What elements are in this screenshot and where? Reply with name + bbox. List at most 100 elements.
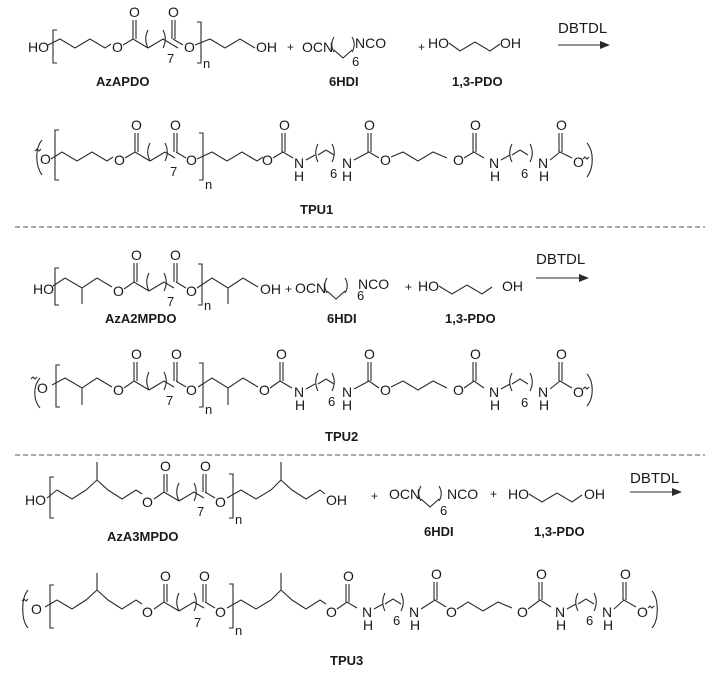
svg-text:NCO: NCO xyxy=(358,276,389,292)
scheme-3: HO O O 7 O O n OH AzA3MPDO + OCN xyxy=(21,458,682,668)
svg-text:H: H xyxy=(539,397,549,413)
svg-text:N: N xyxy=(342,155,352,171)
svg-text:n: n xyxy=(235,512,242,527)
svg-text:O: O xyxy=(200,458,211,474)
svg-text:7: 7 xyxy=(197,504,204,519)
reactant-label-pdo: 1,3-PDO xyxy=(534,524,585,539)
svg-text:OH: OH xyxy=(326,492,347,508)
svg-text:O: O xyxy=(259,382,270,398)
svg-text:+: + xyxy=(405,280,412,294)
svg-text:O: O xyxy=(262,152,273,168)
azapdo-structure: HO O O 7 O O n OH AzAPDO xyxy=(28,4,277,89)
svg-text:O: O xyxy=(142,604,153,620)
reaction-arrow: DBTDL xyxy=(536,251,589,282)
svg-text:6: 6 xyxy=(328,394,335,409)
svg-text:6: 6 xyxy=(357,288,364,303)
pdo-structure: HO OH 1,3-PDO xyxy=(508,486,605,539)
svg-text:6: 6 xyxy=(521,166,528,181)
reaction-arrow: DBTDL xyxy=(558,20,610,49)
svg-text:OCN: OCN xyxy=(295,280,326,296)
svg-text:O: O xyxy=(171,346,182,362)
svg-text:O: O xyxy=(131,247,142,263)
svg-text:O: O xyxy=(326,604,337,620)
svg-text:O: O xyxy=(215,604,226,620)
svg-text:OH: OH xyxy=(584,486,605,502)
svg-text:6: 6 xyxy=(393,613,400,628)
svg-text:6: 6 xyxy=(521,395,528,410)
svg-text:O: O xyxy=(364,346,375,362)
svg-text:O: O xyxy=(380,382,391,398)
svg-text:+: + xyxy=(490,487,497,501)
svg-text:7: 7 xyxy=(194,615,201,630)
svg-text:O: O xyxy=(343,568,354,584)
reactant-label-aza2mpdo: AzA2MPDO xyxy=(105,311,177,326)
svg-text:6: 6 xyxy=(440,503,447,518)
svg-text:n: n xyxy=(205,177,212,192)
svg-text:H: H xyxy=(603,617,613,633)
svg-text:N: N xyxy=(489,384,499,400)
svg-text:H: H xyxy=(556,617,566,633)
svg-text:O: O xyxy=(186,283,197,299)
svg-text:O: O xyxy=(40,151,51,167)
svg-text:N: N xyxy=(362,604,372,620)
svg-text:6: 6 xyxy=(352,54,359,69)
catalyst-label: DBTDL xyxy=(536,251,585,268)
svg-text:6: 6 xyxy=(586,613,593,628)
svg-text:OH: OH xyxy=(260,281,281,297)
svg-text:O: O xyxy=(170,117,181,133)
reactant-label-6hdi: 6HDI xyxy=(329,74,359,89)
svg-text:n: n xyxy=(204,298,211,313)
tpu2-structure: O O O 7 O O n O O N H xyxy=(30,346,593,444)
svg-text:NCO: NCO xyxy=(355,35,386,51)
svg-text:O: O xyxy=(279,117,290,133)
svg-text:HO: HO xyxy=(428,35,449,51)
scheme-1: HO O O 7 O O n OH AzAPDO xyxy=(28,4,610,217)
product-label-tpu2: TPU2 xyxy=(325,429,358,444)
svg-text:O: O xyxy=(453,152,464,168)
svg-text:N: N xyxy=(538,155,548,171)
svg-text:O: O xyxy=(168,4,179,20)
reactant-label-azapdo: AzAPDO xyxy=(96,74,149,89)
svg-text:O: O xyxy=(637,604,648,620)
reactant-label-pdo: 1,3-PDO xyxy=(452,74,503,89)
6hdi-structure: OCN 6 NCO 6HDI xyxy=(302,35,386,89)
svg-text:O: O xyxy=(199,568,210,584)
svg-text:H: H xyxy=(490,168,500,184)
svg-text:H: H xyxy=(490,397,500,413)
svg-text:N: N xyxy=(538,384,548,400)
svg-text:HO: HO xyxy=(418,278,439,294)
svg-text:NCO: NCO xyxy=(447,486,478,502)
tpu1-structure: O O O 7 O O n O O N H xyxy=(34,117,593,217)
svg-text:O: O xyxy=(160,458,171,474)
repeat-bracket-left xyxy=(52,29,57,64)
svg-text:N: N xyxy=(294,384,304,400)
svg-text:OH: OH xyxy=(500,35,521,51)
svg-text:O: O xyxy=(184,39,195,55)
svg-text:n: n xyxy=(203,56,210,71)
svg-text:OCN: OCN xyxy=(389,486,420,502)
svg-text:N: N xyxy=(294,155,304,171)
svg-text:O: O xyxy=(453,382,464,398)
svg-text:O: O xyxy=(573,154,584,170)
svg-text:O: O xyxy=(112,39,123,55)
svg-text:O: O xyxy=(536,566,547,582)
svg-text:N: N xyxy=(602,604,612,620)
svg-text:OH: OH xyxy=(256,39,277,55)
svg-text:O: O xyxy=(131,117,142,133)
svg-text:O: O xyxy=(113,283,124,299)
polymer-paren-left xyxy=(36,139,43,176)
svg-text:O: O xyxy=(446,604,457,620)
svg-text:O: O xyxy=(129,4,140,20)
svg-text:7: 7 xyxy=(167,294,174,309)
svg-text:O: O xyxy=(556,117,567,133)
pdo-structure: HO OH 1,3-PDO xyxy=(418,278,523,326)
aza2mpdo-structure: HO O O 7 O O n OH AzA2MPDO xyxy=(33,247,281,326)
svg-text:O: O xyxy=(470,346,481,362)
svg-text:O: O xyxy=(364,117,375,133)
svg-text:N: N xyxy=(555,604,565,620)
svg-text:N: N xyxy=(409,604,419,620)
svg-text:H: H xyxy=(363,617,373,633)
product-label-tpu3: TPU3 xyxy=(330,653,363,668)
svg-text:O: O xyxy=(517,604,528,620)
